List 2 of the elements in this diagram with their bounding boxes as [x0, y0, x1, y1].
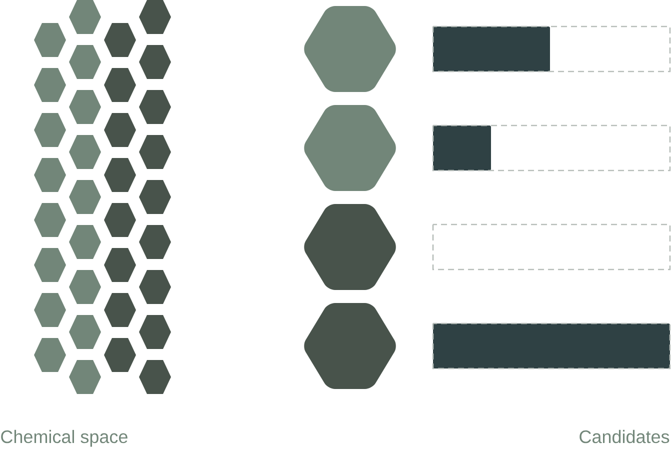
axis-label: Chemical space — [1, 430, 128, 447]
axis-label: Candidates — [580, 430, 670, 444]
